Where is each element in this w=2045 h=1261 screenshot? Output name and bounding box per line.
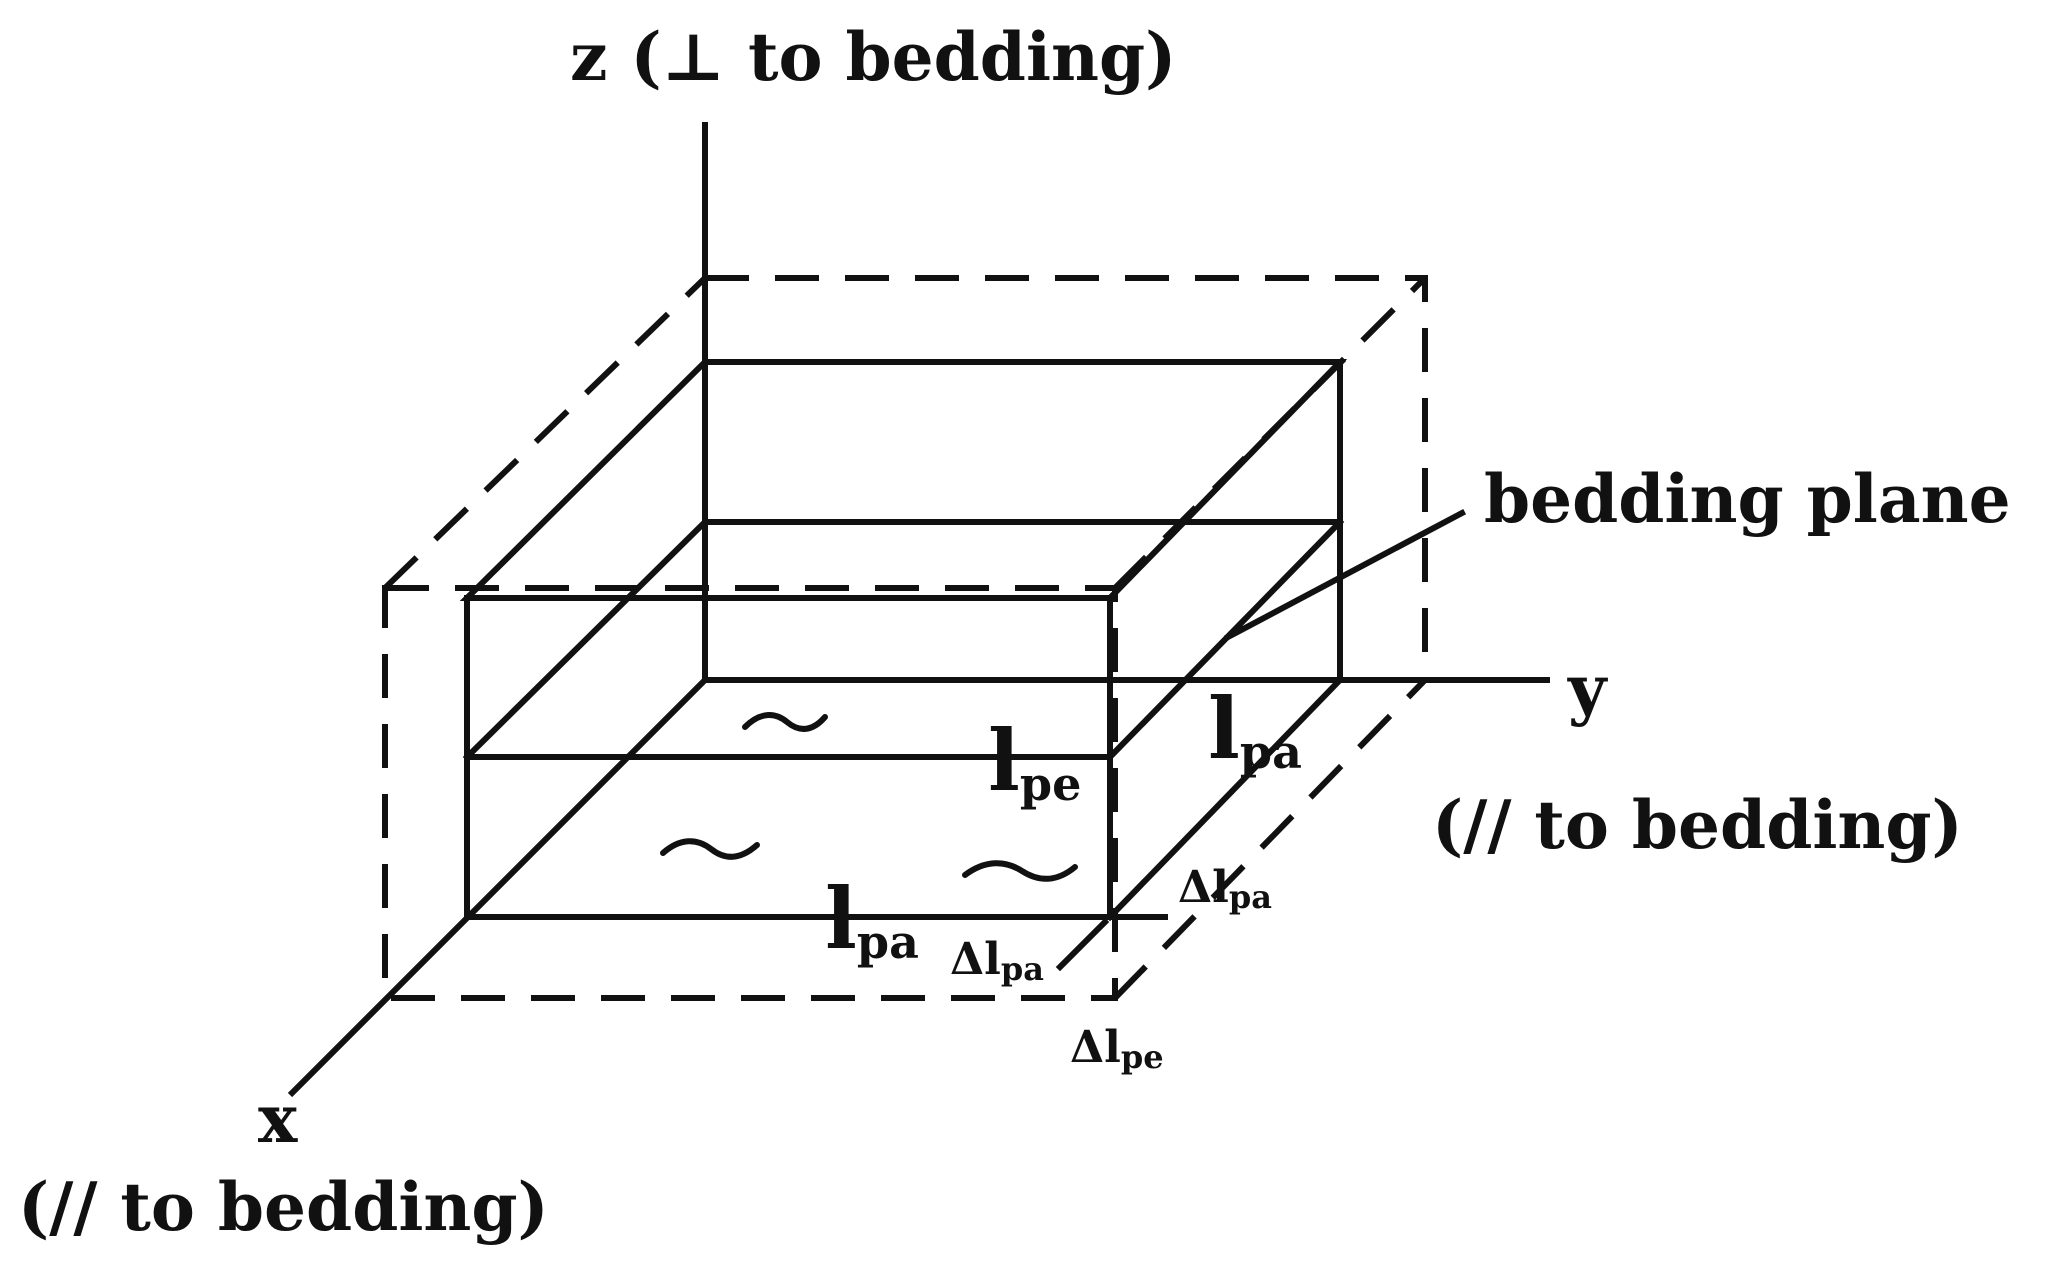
axes [287,122,1550,1098]
y-axis-label: y [1567,650,1608,728]
solid-bedding-right-edge [1105,517,1345,762]
l-pe-label: lpe [988,711,1081,811]
x-axis-line [287,677,708,1098]
solid-bedding-left-edge [462,517,710,762]
bedding-plane-leader [1223,508,1467,642]
delta-lpa-front-leader [1055,917,1110,972]
y-axis-note: (// to bedding) [1432,786,1963,864]
l-pa-front-label: lpa [825,869,919,969]
delta-l-pe-label: Δlpe [1070,1022,1164,1076]
solid-bottom-right-edge [1105,675,1345,922]
tilde-mark [742,712,828,732]
l-pa-side-label: lpa [1208,679,1302,779]
dashed-edge-top-left [382,275,708,591]
bedding-plane-label: bedding plane [1484,460,2011,538]
z-axis-label: z (⊥ to bedding) [570,18,1176,96]
delta-l-pa-side-label: Δlpa [1178,862,1272,916]
delta-l-pa-front-label: Δlpa [950,934,1044,988]
dashed-edge-bottom-right [1112,677,1428,1001]
tilde-mark [962,860,1078,882]
original-box-solid [459,359,1348,922]
tilde-mark [660,838,760,860]
layer-tilde-marks [660,712,1078,882]
x-axis-note: (// to bedding) [18,1168,549,1246]
x-axis-label: x [258,1080,298,1158]
solid-top-face [459,359,1348,601]
dashed-back-face [702,275,1428,683]
